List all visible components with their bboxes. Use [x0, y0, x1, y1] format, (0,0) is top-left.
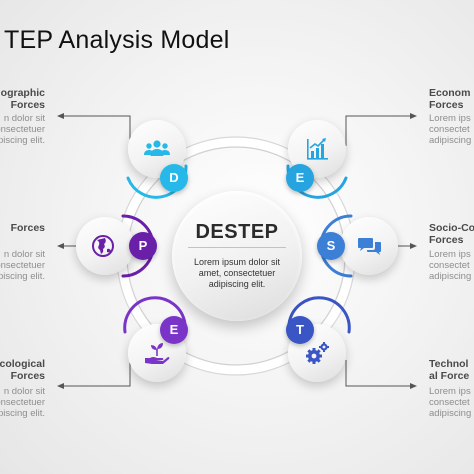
chat-bubbles-icon: [358, 238, 381, 255]
connector-e-left: [62, 360, 131, 387]
node-political: [76, 217, 134, 275]
connector-t: [345, 360, 412, 387]
connector-e-right: [345, 115, 412, 146]
desc-demographic: n dolor sit onsectetuer piscing elit.: [0, 113, 45, 146]
node-socio-cultural: [340, 217, 398, 275]
node-ecological: [128, 324, 186, 382]
arrow-s: [410, 243, 417, 249]
globe-icon: [92, 235, 114, 257]
arrow-d: [57, 113, 64, 119]
arc-e-left: [123, 296, 187, 334]
badge-t: T: [286, 316, 314, 344]
center-circle: DESTEP Lorem ipsum dolor sit amet, conse…: [172, 191, 302, 321]
label-economic: Econom Forces: [429, 87, 471, 111]
arrow-e-left: [57, 383, 64, 389]
people-group-icon: [144, 140, 170, 156]
desc-ecological: n dolor sit onsectetuer piscing elit.: [0, 386, 45, 419]
label-socio-cultural: Socio-Co Forces: [429, 222, 474, 246]
badge-d: D: [160, 164, 188, 192]
arrow-p: [57, 243, 64, 249]
arrow-e-right: [410, 113, 417, 119]
label-ecological: cological Forces: [0, 358, 45, 382]
center-title: DESTEP: [195, 221, 279, 243]
label-demographic: ographic Forces: [0, 87, 45, 111]
connector-d: [62, 115, 131, 146]
badge-s: S: [317, 232, 345, 260]
desc-socio-cultural: Lorem ips consectet adipiscing: [429, 249, 472, 282]
arc-t: [287, 296, 351, 334]
desc-economic: Lorem ips consectet adipiscing: [429, 113, 472, 146]
desc-political: n dolor sit onsectetuer piscing elit.: [0, 249, 45, 282]
node-demographic: [128, 120, 186, 178]
badge-e-left: E: [160, 316, 188, 344]
badge-p: P: [129, 232, 157, 260]
badge-e-right: E: [286, 164, 314, 192]
center-description: Lorem ipsum dolor sit amet, consectetuer…: [193, 257, 281, 289]
arrow-t: [410, 383, 417, 389]
center-divider: [188, 247, 286, 248]
label-technological: Technol al Force: [429, 358, 470, 382]
label-political: Forces: [10, 222, 45, 234]
bar-chart-icon: [307, 138, 328, 160]
desc-technological: Lorem ips consectet adipiscing: [429, 386, 472, 419]
slide-title: TEP Analysis Model: [4, 26, 230, 54]
gears-icon: [306, 342, 329, 364]
plant-in-hand-icon: [145, 343, 170, 364]
